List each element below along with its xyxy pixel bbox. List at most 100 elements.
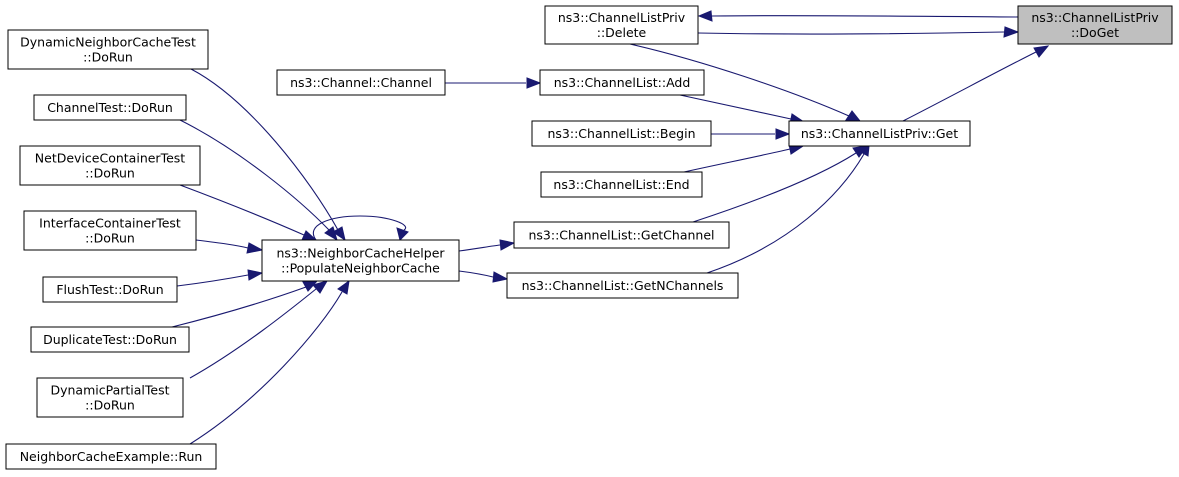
node-dynamic-partial-test[interactable]: DynamicPartialTest::DoRun bbox=[36, 377, 184, 418]
node-neighbor-cache-example[interactable]: NeighborCacheExample::Run bbox=[5, 443, 217, 470]
edge-channel-test-to-populate-neighbor-cache bbox=[179, 119, 338, 242]
edge-arrowhead bbox=[775, 128, 791, 140]
node-channel-list-priv-get[interactable]: ns3::ChannelListPriv::Get bbox=[788, 120, 971, 147]
edge-line bbox=[189, 291, 343, 445]
node-label: FlushTest::DoRun bbox=[56, 282, 163, 297]
node-label: ::DoRun bbox=[83, 50, 133, 65]
edge-channel-list-priv-get-to-channel-list-priv-do-get bbox=[902, 45, 1050, 122]
node-box bbox=[531, 120, 712, 147]
node-flush-test[interactable]: FlushTest::DoRun bbox=[42, 276, 178, 303]
edge-arrowhead bbox=[337, 279, 350, 295]
node-label: NeighborCacheExample::Run bbox=[20, 449, 203, 464]
edge-line bbox=[902, 51, 1037, 122]
node-label: InterfaceContainerTest bbox=[39, 216, 181, 231]
node-label: ::DoGet bbox=[1071, 25, 1119, 40]
edge-channel-list-end-to-channel-list-priv-get bbox=[683, 143, 805, 173]
node-box bbox=[36, 377, 184, 418]
edge-line bbox=[679, 94, 792, 120]
node-channel-list-get-channel[interactable]: ns3::ChannelList::GetChannel bbox=[513, 221, 730, 249]
node-label: ns3::ChannelList::GetNChannels bbox=[522, 278, 724, 293]
node-box bbox=[23, 210, 197, 251]
node-net-device-container-test[interactable]: NetDeviceContainerTest::DoRun bbox=[19, 145, 201, 186]
edge-line bbox=[179, 184, 305, 236]
edge-arrowhead bbox=[492, 271, 509, 283]
edge-arrowhead bbox=[247, 269, 264, 281]
node-channel-ctor[interactable]: ns3::Channel::Channel bbox=[276, 69, 446, 96]
node-label: ns3::Channel::Channel bbox=[290, 75, 432, 90]
node-channel-list-priv-do-get[interactable]: ns3::ChannelListPriv::DoGet bbox=[1017, 5, 1173, 45]
node-box bbox=[506, 272, 739, 299]
node-channel-list-end[interactable]: ns3::ChannelList::End bbox=[540, 171, 703, 198]
edge-channel-list-priv-delete-to-channel-list-priv-do-get bbox=[697, 26, 1020, 38]
edge-flush-test-to-populate-neighbor-cache bbox=[176, 269, 264, 287]
node-interface-container-test[interactable]: InterfaceContainerTest::DoRun bbox=[23, 210, 197, 251]
node-box bbox=[42, 276, 178, 303]
edge-channel-list-add-to-channel-list-priv-get bbox=[679, 94, 806, 125]
edge-dynamic-neighbor-cache-test-to-populate-neighbor-cache bbox=[190, 68, 346, 242]
edge-line bbox=[179, 119, 330, 231]
edge-line bbox=[176, 274, 249, 287]
edge-arrowhead bbox=[1003, 26, 1020, 38]
edge-line bbox=[195, 239, 249, 249]
node-box bbox=[19, 145, 201, 186]
node-box bbox=[544, 5, 699, 45]
edge-arrowhead bbox=[1033, 45, 1050, 58]
edge-populate-neighbor-cache-to-channel-list-get-channel bbox=[458, 239, 516, 252]
edge-arrowhead bbox=[246, 242, 264, 254]
edge-arrowhead bbox=[697, 10, 713, 22]
edge-channel-list-get-n-channels-to-channel-list-priv-get bbox=[706, 145, 870, 274]
edge-net-device-container-test-to-populate-neighbor-cache bbox=[179, 184, 318, 241]
node-channel-list-begin[interactable]: ns3::ChannelList::Begin bbox=[531, 120, 712, 147]
node-channel-test[interactable]: ChannelTest::DoRun bbox=[33, 94, 187, 121]
node-dynamic-neighbor-cache-test[interactable]: DynamicNeighborCacheTest::DoRun bbox=[7, 29, 209, 70]
node-box bbox=[788, 120, 971, 147]
node-label: ns3::NeighborCacheHelper bbox=[276, 246, 445, 261]
node-label: ::DoRun bbox=[85, 231, 135, 246]
node-box bbox=[539, 69, 705, 96]
edge-line bbox=[171, 286, 307, 328]
node-label: ::PopulateNeighborCache bbox=[281, 261, 440, 276]
node-channel-list-add[interactable]: ns3::ChannelList::Add bbox=[539, 69, 705, 96]
node-channel-list-get-n-channels[interactable]: ns3::ChannelList::GetNChannels bbox=[506, 272, 739, 299]
edge-dynamic-partial-test-to-populate-neighbor-cache bbox=[189, 280, 329, 379]
edge-channel-ctor-to-channel-list-add bbox=[445, 77, 542, 89]
node-label: DynamicPartialTest bbox=[50, 383, 169, 398]
edge-line bbox=[683, 148, 791, 173]
node-populate-neighbor-cache[interactable]: ns3::NeighborCacheHelper::PopulateNeighb… bbox=[261, 239, 460, 282]
node-label: ns3::ChannelList::End bbox=[553, 177, 689, 192]
edge-arrowhead bbox=[332, 226, 346, 242]
edge-arrowhead bbox=[845, 110, 862, 122]
node-label: ns3::ChannelListPriv::Get bbox=[801, 126, 958, 141]
edge-line bbox=[629, 43, 850, 117]
edge-line bbox=[697, 31, 1005, 35]
edge-channel-list-get-channel-to-channel-list-priv-get bbox=[692, 145, 869, 223]
node-box bbox=[5, 443, 217, 470]
edge-channel-list-begin-to-channel-list-priv-get bbox=[711, 128, 791, 140]
edge-interface-container-test-to-populate-neighbor-cache bbox=[195, 239, 264, 254]
edge-arrowhead bbox=[324, 226, 338, 242]
node-label: ChannelTest::DoRun bbox=[47, 100, 173, 115]
node-label: ::DoRun bbox=[85, 398, 135, 413]
nodes-layer: DynamicNeighborCacheTest::DoRunChannelTe… bbox=[5, 5, 1173, 470]
edge-populate-neighbor-cache-to-channel-list-get-n-channels bbox=[458, 270, 509, 283]
node-label: ns3::ChannelList::Add bbox=[554, 75, 691, 90]
edge-arrowhead bbox=[526, 77, 542, 89]
edge-populate-neighbor-cache-to-populate-neighbor-cache bbox=[313, 215, 409, 241]
edge-line bbox=[458, 244, 501, 252]
edge-neighbor-cache-example-to-populate-neighbor-cache bbox=[189, 279, 350, 445]
edge-line bbox=[706, 153, 865, 274]
edge-arrowhead bbox=[499, 239, 516, 251]
edge-line bbox=[711, 15, 1019, 18]
node-box bbox=[261, 239, 460, 282]
node-label: ::DoRun bbox=[85, 166, 135, 181]
node-box bbox=[1017, 5, 1173, 45]
node-label: ns3::ChannelList::GetChannel bbox=[529, 228, 715, 243]
edge-duplicate-test-to-populate-neighbor-cache bbox=[171, 280, 319, 328]
edge-line bbox=[313, 215, 407, 241]
node-box bbox=[540, 171, 703, 198]
node-duplicate-test[interactable]: DuplicateTest::DoRun bbox=[30, 326, 190, 353]
node-channel-list-priv-delete[interactable]: ns3::ChannelListPriv::Delete bbox=[544, 5, 699, 45]
node-box bbox=[7, 29, 209, 70]
node-label: ns3::ChannelListPriv bbox=[558, 10, 686, 25]
